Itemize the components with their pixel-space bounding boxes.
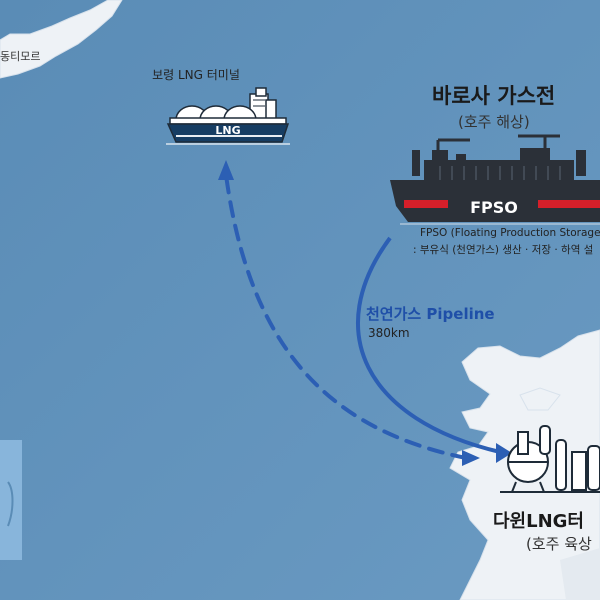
route-arrowhead-top [218, 160, 234, 180]
pipeline-label: 천연가스 Pipeline [366, 305, 495, 323]
pipeline-arrowhead [496, 443, 512, 463]
darwin-terminal-subtitle: (호주 육상 [526, 535, 592, 553]
fpso-ship-icon: FPSO [390, 134, 600, 225]
barossa-gasfield-subtitle: (호주 해상) [458, 113, 530, 131]
fpso-description-line2: : 부유식 (천연가스) 생산 · 저장 · 하역 설 [413, 244, 594, 256]
inset-panel [0, 440, 22, 560]
darwin-terminal-title: 다윈LNG터 [493, 511, 584, 532]
barossa-gasfield-title: 바로사 가스전 [432, 84, 556, 108]
fpso-ship-label: FPSO [470, 198, 518, 217]
darwin-plant-icon [500, 425, 600, 493]
lng-route-arrow [224, 173, 468, 460]
pipeline-arrow [355, 236, 501, 454]
fpso-description-line1: FPSO (Floating Production Storage and [420, 227, 600, 239]
lng-ship-icon: LNG [166, 87, 290, 145]
boryeong-terminal-label: 보령 LNG 터미널 [152, 68, 240, 82]
pipeline-length: 380km [368, 326, 410, 340]
timor-label: 동티모르 [0, 50, 41, 63]
route-arrowhead-bottom [462, 450, 480, 466]
lng-ship-label: LNG [215, 124, 240, 137]
timor-island [0, 0, 123, 79]
